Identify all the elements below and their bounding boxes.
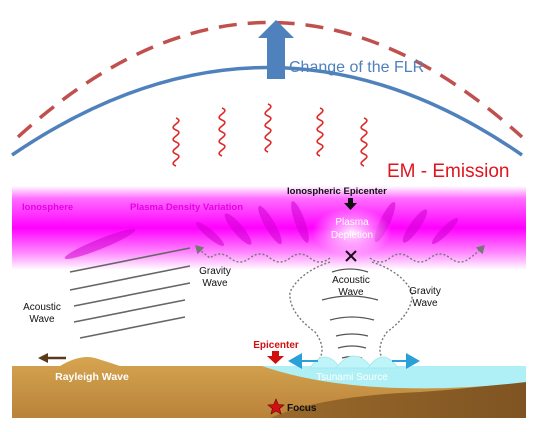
- plasma-density-label: Plasma Density Variation: [130, 202, 243, 213]
- acoustic-wave-left-label-1: Acoustic: [23, 302, 61, 313]
- rayleigh-wave-label: Rayleigh Wave: [55, 371, 129, 383]
- plasma-depletion-area: [312, 208, 392, 256]
- em-wave-4: [316, 107, 324, 157]
- acoustic-funnel: [289, 261, 413, 368]
- gravity-wave-left-label-2: Wave: [202, 278, 228, 289]
- focus-label: Focus: [287, 403, 317, 414]
- rayleigh-arrow-icon: [38, 353, 66, 363]
- plasma-label: Plasma: [335, 217, 369, 228]
- acoustic-wave-left-label-2: Wave: [29, 314, 55, 325]
- gravity-wave-right-label-2: Wave: [412, 298, 438, 309]
- gravity-wave-right-path: [369, 245, 485, 263]
- em-wave-2: [218, 107, 226, 157]
- ocean-water: [262, 366, 526, 389]
- gravity-wave-left-label-1: Gravity: [199, 266, 231, 277]
- gravity-wave-right-label-1: Gravity: [409, 286, 441, 297]
- dashed-arc: [16, 20, 524, 139]
- em-wave-1: [172, 117, 180, 167]
- acoustic-wave-lines: [69, 247, 191, 339]
- epicenter-arrow-icon: [267, 351, 284, 364]
- gravity-wave-arrows: [195, 245, 485, 368]
- em-wave-5: [360, 117, 368, 167]
- ionosphere-label: Ionosphere: [22, 202, 73, 213]
- em-wave-squiggles: [172, 103, 368, 167]
- gravity-wave-left-path: [195, 245, 331, 263]
- ionospheric-epicenter-label: Ionospheric Epicenter: [287, 186, 387, 197]
- em-emission-label: EM - Emission: [387, 161, 509, 182]
- deep-crust: [270, 380, 526, 418]
- acoustic-wave-center-label-1: Acoustic: [332, 275, 370, 286]
- acoustic-wave-center-label-2: Wave: [338, 287, 364, 298]
- close-x-icon: [345, 250, 357, 262]
- flr-label: Change of the FLR: [289, 59, 424, 76]
- em-wave-3: [264, 103, 272, 153]
- tsunami-source-label: Tsunami Source: [316, 372, 388, 383]
- down-arrow-icon: [344, 198, 357, 210]
- epicenter-label: Epicenter: [253, 340, 299, 351]
- tsunami-bumps: [309, 355, 399, 369]
- depletion-label: Depletion: [331, 230, 373, 241]
- up-arrow-icon: [258, 20, 294, 79]
- focus-star-icon: [267, 398, 285, 415]
